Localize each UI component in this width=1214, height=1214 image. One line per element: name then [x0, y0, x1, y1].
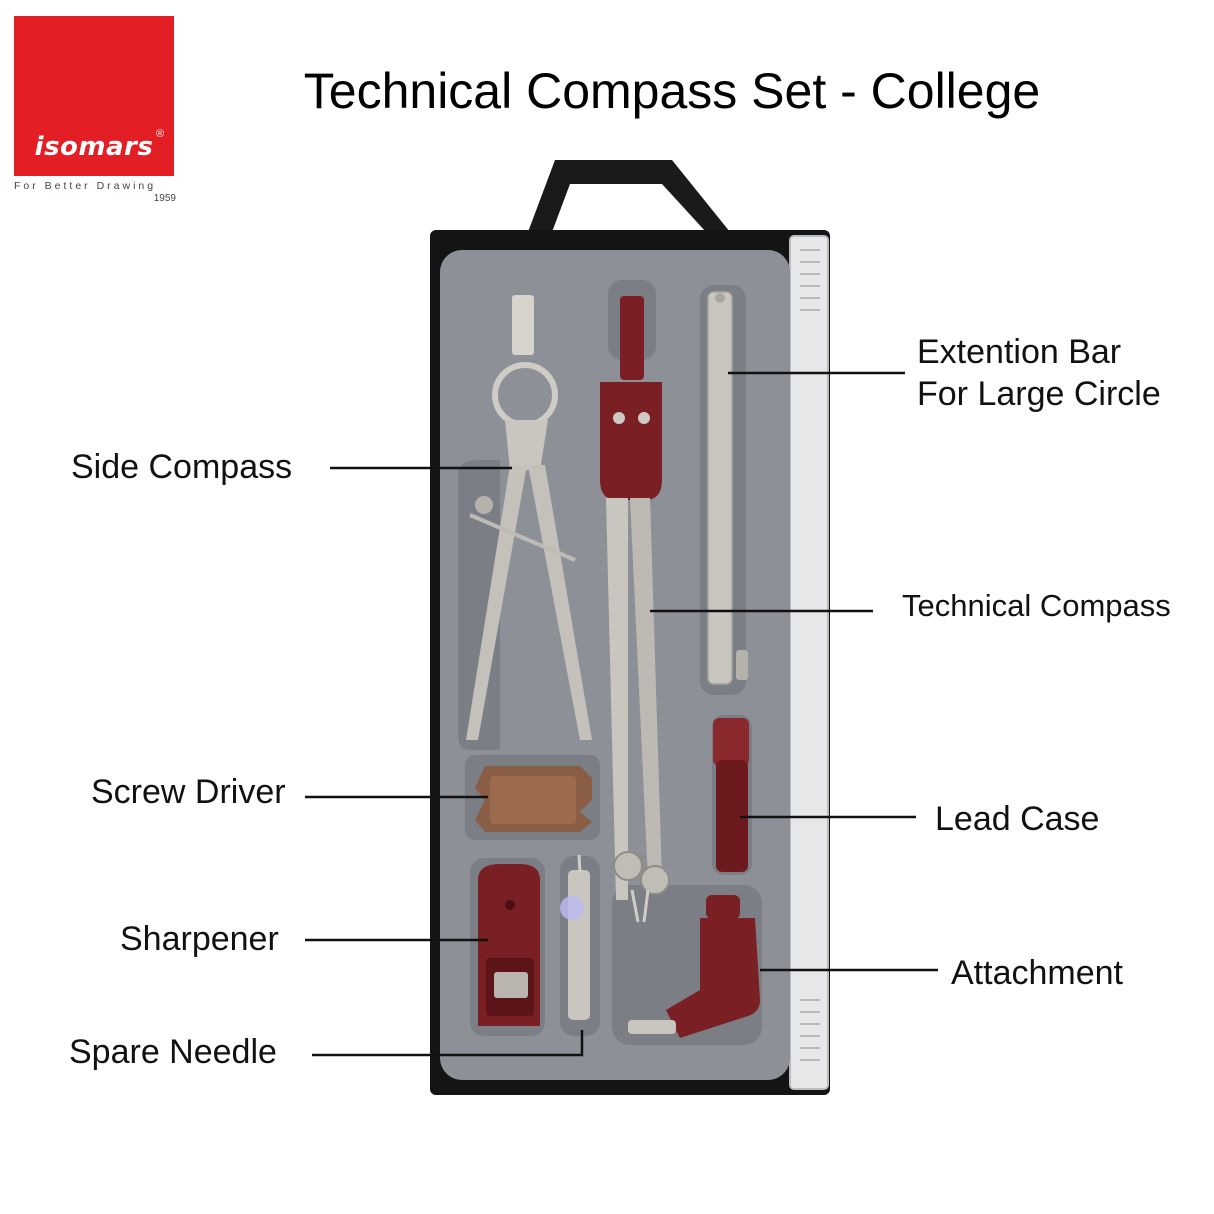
label-sharpener: Sharpener	[120, 920, 279, 958]
label-attachment: Attachment	[951, 954, 1123, 992]
lid-hinge-ridges	[800, 249, 820, 1061]
technical-compass	[600, 296, 670, 923]
leader-lines	[305, 371, 938, 1057]
brand-name: isomars	[34, 132, 154, 162]
extension-bar	[707, 291, 748, 685]
page-title: Technical Compass Set - College	[303, 63, 1041, 119]
lead-case	[713, 718, 749, 872]
case-handle	[528, 160, 730, 232]
brand-logo	[14, 16, 174, 176]
screw-driver	[475, 766, 592, 832]
registered-mark: ®	[156, 128, 165, 140]
brand-tagline: For Better Drawing	[14, 180, 157, 192]
case-lid-edge	[789, 235, 829, 1090]
label-extension-bar-line1: Extention Bar	[917, 333, 1122, 371]
label-spare-needle: Spare Needle	[69, 1033, 277, 1071]
label-extension-bar-line2: For Large Circle	[917, 375, 1161, 413]
label-technical-compass: Technical Compass	[902, 588, 1171, 623]
side-compass	[466, 295, 592, 740]
sharpener	[478, 864, 540, 1026]
label-screw-driver: Screw Driver	[91, 773, 286, 811]
label-side-compass: Side Compass	[71, 448, 293, 486]
spare-needle	[560, 854, 590, 1020]
attachment	[628, 895, 760, 1038]
brand-year: 1959	[153, 193, 176, 204]
label-lead-case: Lead Case	[935, 800, 1100, 838]
